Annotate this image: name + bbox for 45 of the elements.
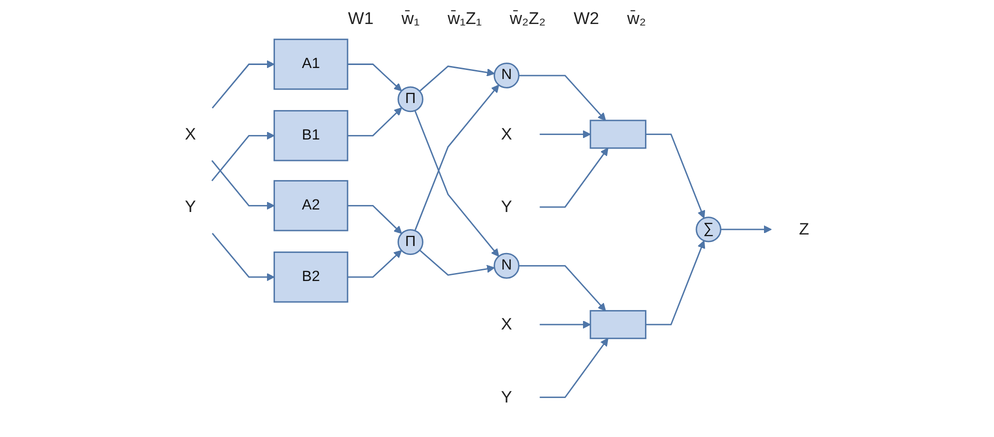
node-circle: N (494, 62, 520, 88)
node-circle: ∑ (696, 216, 722, 242)
arrow (419, 250, 495, 276)
node-circle: Π (398, 86, 424, 112)
node-box: A2 (274, 180, 348, 232)
arrow (348, 107, 402, 136)
weight-label: w̄₂ (627, 9, 646, 29)
node-box: A1 (274, 38, 348, 90)
node-circle: Π (398, 229, 424, 255)
weight-label: W2 (574, 9, 600, 29)
arrow (540, 130, 591, 138)
node-circle: N (494, 252, 520, 279)
node-box: B2 (274, 252, 348, 303)
node-box (590, 120, 646, 149)
arrow (212, 60, 275, 108)
arrow (212, 232, 275, 282)
weight-label: w̄₂Z₂ (510, 9, 546, 29)
node-box: B1 (274, 110, 348, 162)
arrow (646, 134, 706, 218)
arrow (348, 204, 402, 234)
arrow (540, 338, 608, 398)
weight-label: W1 (348, 9, 374, 29)
node-text: Z (799, 220, 810, 238)
node-box (590, 310, 646, 340)
arrow (211, 160, 275, 210)
arrow (518, 265, 606, 312)
arrow (419, 66, 495, 92)
arrow (720, 225, 772, 234)
arrow (348, 64, 402, 92)
node-text: X (501, 124, 512, 144)
arrow (518, 74, 606, 121)
node-text: X (184, 124, 196, 144)
arrow (540, 320, 591, 329)
weight-label: w̄₁ (402, 9, 420, 29)
arrow (540, 148, 608, 208)
arrow (414, 110, 500, 257)
node-text: Y (501, 197, 512, 216)
arrow (646, 240, 706, 326)
node-text: X (501, 314, 512, 334)
node-text: Y (501, 388, 512, 406)
node-text: Y (184, 197, 196, 216)
arrow (211, 132, 275, 182)
arrow (348, 250, 402, 278)
weight-label: w̄₁Z₁ (448, 9, 482, 29)
arrow (414, 84, 500, 231)
